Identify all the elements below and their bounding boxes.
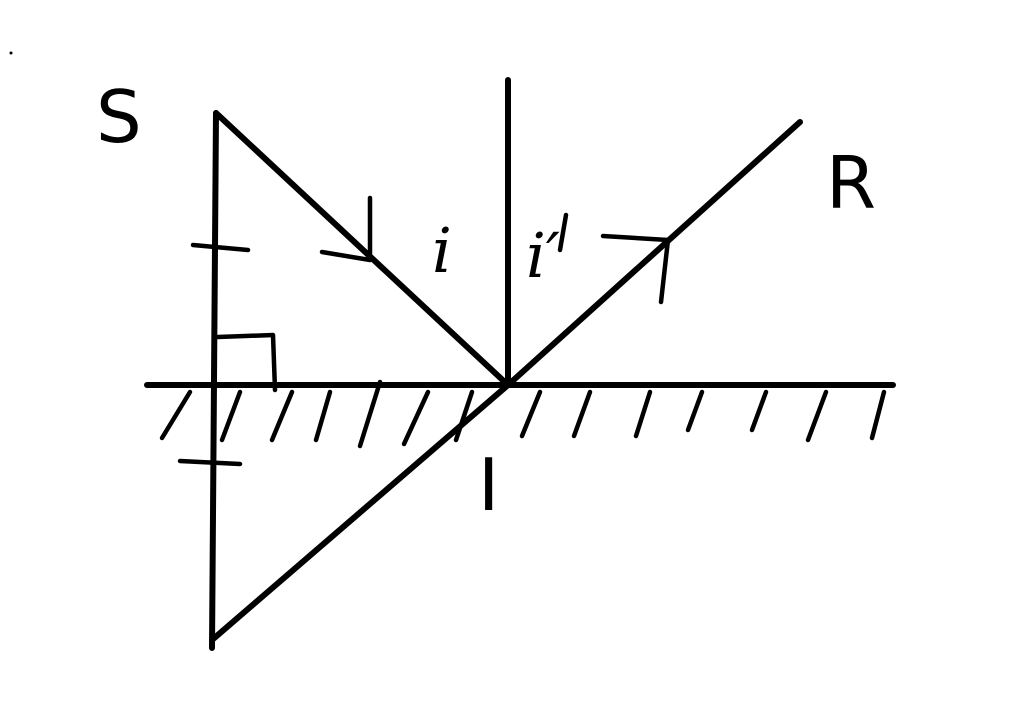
hatch-mark (159, 389, 193, 441)
hatch-mark (571, 389, 593, 439)
right-angle-marker (215, 332, 278, 393)
label-i-point: I (478, 443, 499, 527)
hatch-mark (519, 389, 543, 439)
hatch-mark (269, 389, 295, 443)
label-s: S (96, 75, 142, 159)
equal-tick-lower (177, 458, 243, 467)
incident-arrowhead (319, 195, 373, 263)
label-angle-i-prime: i′ (526, 219, 560, 292)
prime-mark (557, 212, 569, 253)
equal-tick-upper (190, 242, 251, 253)
label-angle-i: i (432, 214, 452, 287)
virtual-ray-extension (209, 382, 511, 643)
stray-dot (9, 51, 13, 55)
hatch-mark (401, 389, 431, 447)
hatch-mark (685, 389, 705, 433)
hatch-mark (357, 379, 383, 449)
incident-ray (213, 110, 511, 388)
hatch-mark (869, 389, 887, 441)
mirror-hatching (159, 379, 887, 449)
label-r: R (826, 141, 876, 225)
reflected-ray (505, 119, 803, 388)
reflected-arrowhead (600, 233, 671, 305)
hatch-mark (749, 389, 769, 433)
hatch-mark (805, 389, 829, 443)
hatch-mark (633, 389, 653, 439)
hatch-mark (219, 389, 243, 443)
perpendicular-line (209, 110, 219, 651)
hatch-mark (313, 389, 333, 443)
hatch-mark (453, 389, 475, 443)
